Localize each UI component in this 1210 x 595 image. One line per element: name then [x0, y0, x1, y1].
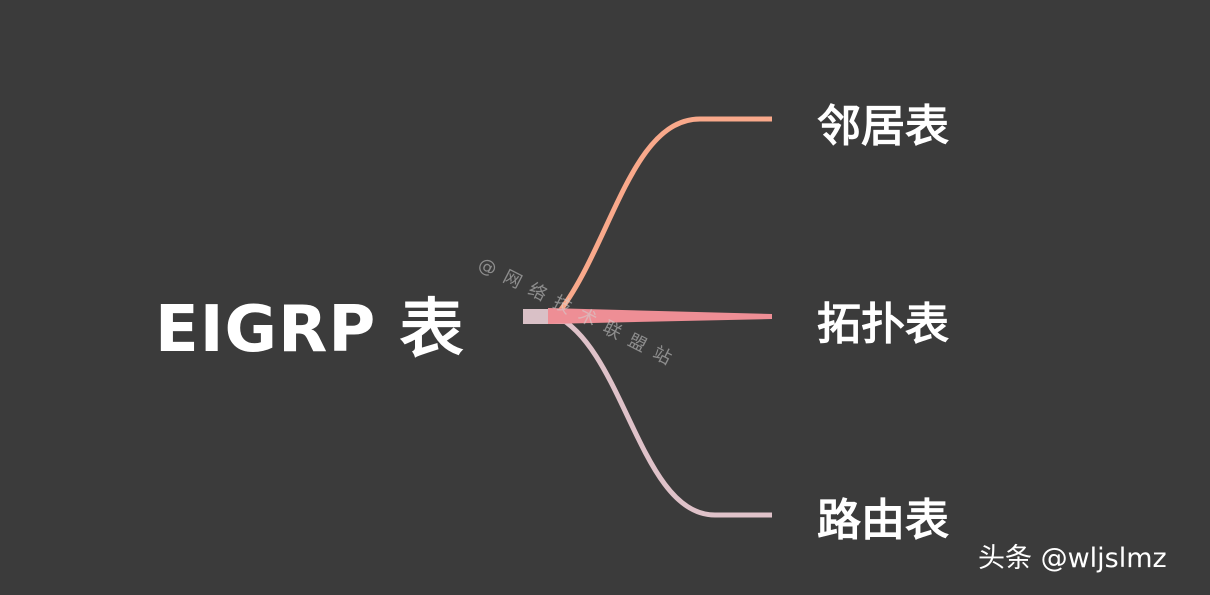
- branch-line-topology: [548, 308, 772, 324]
- branch-line-routing: [554, 313, 772, 518]
- root-node-label: EIGRP 表: [155, 293, 465, 367]
- branch-line-neighbor: [554, 116, 772, 318]
- credit-text: 头条 @wljslmz: [978, 543, 1167, 574]
- branch-label-routing-table: 路由表: [817, 495, 949, 546]
- branch-label-neighbor-table: 邻居表: [817, 101, 949, 152]
- branch-label-topology-table: 拓扑表: [817, 299, 949, 350]
